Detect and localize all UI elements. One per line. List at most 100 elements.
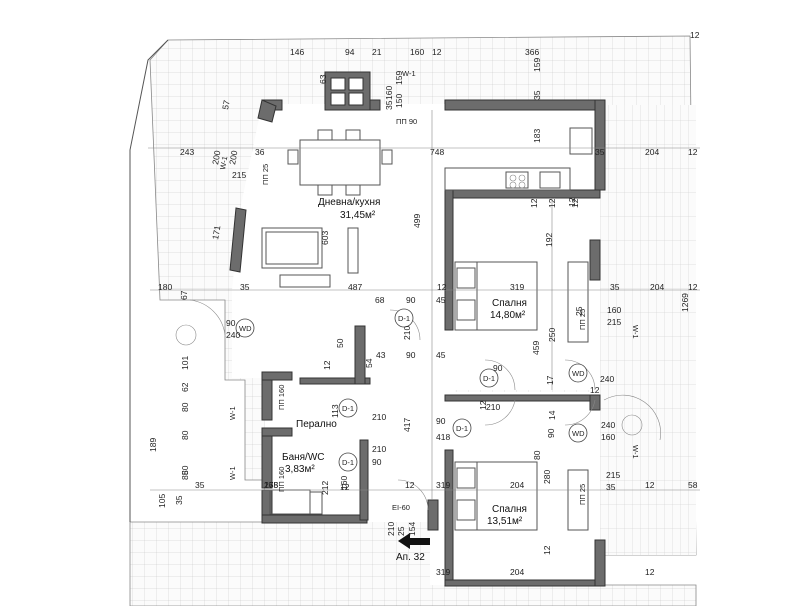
compass-north-arrow-icon — [398, 533, 410, 549]
dimension-label: 14 — [547, 410, 557, 420]
dimension-label: 178 — [264, 480, 278, 490]
interior-floor — [232, 104, 600, 585]
dimension-label: 85 — [180, 470, 190, 480]
walls — [229, 71, 606, 587]
dimension-label: 90 — [546, 428, 556, 438]
dimension-label: 160 — [601, 432, 615, 442]
dimension-label: 240 — [600, 374, 614, 384]
dimension-label: 204 — [645, 147, 659, 157]
dimension-label: 418 — [436, 432, 450, 442]
dimension-label: 12 — [529, 198, 539, 208]
dimension-label: 160 — [607, 305, 621, 315]
d1-label-2: D-1 — [483, 374, 495, 383]
dimension-label: 12 — [688, 147, 698, 157]
dimension-label: 204 — [650, 282, 664, 292]
dimension-label: 417 — [402, 418, 412, 432]
dimension-label: 12 — [690, 30, 700, 40]
dimension-label: 12 — [542, 545, 552, 555]
dimension-label: 12 — [590, 385, 600, 395]
dimension-label: 265 — [264, 480, 278, 490]
dimension-label: 90 — [406, 295, 416, 305]
dimension-label: 150 — [394, 94, 404, 108]
dimension-label: 183 — [532, 129, 542, 143]
window-tag-left: W-1 — [218, 155, 229, 170]
dimension-label: 366 — [525, 47, 539, 57]
dimension-label: 58 — [688, 480, 698, 490]
dimension-label: 12 — [432, 47, 442, 57]
bedroom1-name: Спалня — [492, 298, 527, 309]
dimension-label: 67 — [179, 290, 189, 300]
dimension-label: 204 — [510, 567, 524, 577]
dimension-label: 35 — [240, 282, 250, 292]
dimension-label: 12 — [437, 282, 447, 292]
wd-tag-icon-2 — [568, 363, 588, 383]
dimension-label: 160 — [410, 47, 424, 57]
dimension-label: 204 — [510, 480, 524, 490]
window-tag-w1-a: W-1 — [228, 406, 237, 420]
dimension-label: 319 — [436, 567, 450, 577]
bedroom2-name: Спалня — [492, 504, 527, 515]
dimension-label: 50 — [335, 338, 345, 348]
dimension-label: 12 — [478, 400, 488, 410]
dimension-label: 90 — [406, 350, 416, 360]
dimension-label: 160 — [339, 476, 349, 490]
pp160-tag1: ПП 160 — [277, 385, 286, 410]
dimension-label: 25 — [396, 526, 406, 536]
bedroom1-area: 14,80м² — [490, 310, 526, 321]
wd-label-1: WD — [239, 324, 252, 333]
living-room-name: Дневна/кухня — [318, 197, 380, 208]
dimension-label: 80 — [180, 402, 190, 412]
dimension-label: 12 — [322, 360, 332, 370]
dimension-label: 80 — [180, 465, 190, 475]
dimension-label: 319 — [436, 480, 450, 490]
pp25-tag-left: ПП 25 — [261, 164, 270, 185]
dimension-label: 171 — [210, 224, 222, 240]
dimension-label: 154 — [407, 522, 417, 536]
dimension-label: 105 — [157, 494, 167, 508]
window-tag-right1: W-1 — [631, 325, 640, 339]
dimension-label: 180 — [158, 282, 172, 292]
dimension-label: 192 — [544, 233, 554, 247]
dimension-label: 12 — [570, 198, 580, 208]
dimension-label: 35 — [384, 100, 394, 110]
dimension-label: 189 — [148, 438, 158, 452]
door-tag-icon-1 — [394, 308, 414, 328]
dimension-label: 212 — [320, 481, 330, 495]
dimension-label: 17 — [545, 375, 555, 385]
dimension-label: 45 — [436, 350, 446, 360]
dimension-label: 160 — [384, 86, 394, 100]
apartment-label: Ап. 32 — [396, 552, 425, 563]
pp90-tag: ПП 90 — [396, 117, 417, 126]
dimension-label: 499 — [412, 214, 422, 228]
bath-area: 3,83м² — [285, 464, 315, 475]
dimension-label: 12 — [340, 482, 350, 492]
wd-tag-icon-1 — [235, 318, 255, 338]
wd-label-3: WD — [572, 429, 585, 438]
dimension-label: 43 — [376, 350, 386, 360]
dimension-label: 12 — [645, 567, 655, 577]
dimension-label: 35 — [532, 90, 542, 100]
dimension-label: 80 — [532, 450, 542, 460]
dimension-label: 12 — [688, 282, 698, 292]
door-tag-icon-2 — [479, 368, 499, 388]
d1-label-4: D-1 — [342, 404, 354, 413]
dimension-label: 90 — [493, 363, 503, 373]
dimension-label: 54 — [364, 358, 374, 368]
dimension-label: 603 — [320, 231, 330, 245]
pp25-tag-right: ПП 25 — [578, 309, 587, 330]
dimension-label: 210 — [372, 412, 386, 422]
window-tag-top: W-1 — [402, 69, 416, 78]
ei60-tag: EI-60 — [392, 503, 410, 512]
laundry-name: Перално — [296, 419, 337, 430]
dimension-label: 94 — [345, 47, 355, 57]
wd-tag-icon-3 — [568, 423, 588, 443]
dimension-label: 90 — [372, 457, 382, 467]
dimension-label: 80 — [180, 430, 190, 440]
dimension-label: 210 — [486, 402, 500, 412]
bedroom2-area: 13,51м² — [487, 516, 523, 527]
dimension-label: 90 — [226, 318, 236, 328]
dimension-label: 12 — [547, 198, 557, 208]
dimension-label: 215 — [232, 170, 246, 180]
